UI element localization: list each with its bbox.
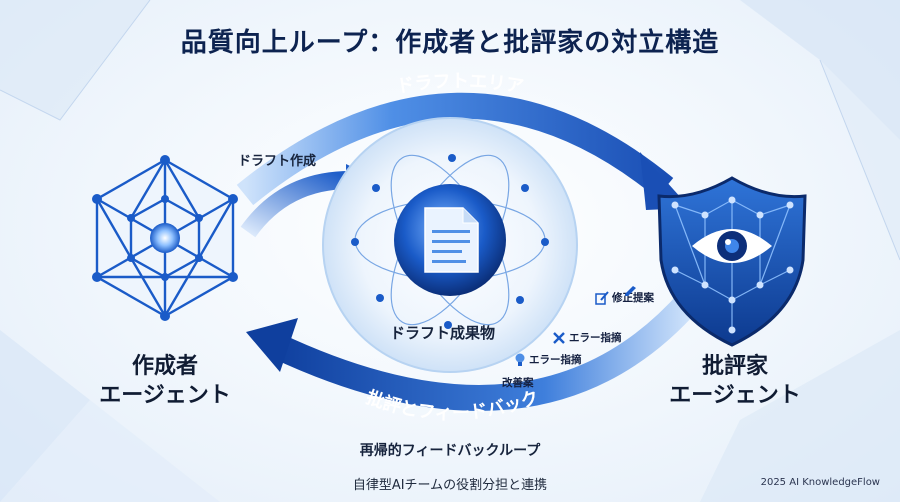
footer-caption: 自律型AIチームの役割分担と連携 [352,478,548,493]
feedback-item-improve: 改善案 [502,377,534,389]
pencil-icon [625,286,636,296]
footer-credit: 2025 AI KnowledgeFlow [760,477,880,488]
critic-nodes [671,196,794,334]
lightbulb-icon [515,353,525,366]
top-arc [236,92,674,206]
creator-core-node [150,223,180,253]
critic-role: エージェント [669,383,801,408]
creator-role: エージェント [99,383,231,408]
center-label: ドラフト成果物 [390,324,496,342]
feedback-item-revision: 修正提案 [595,290,654,305]
critic-agent-label: 批評家 エージェント [650,352,820,410]
feedback-item-edit-alt [624,285,638,297]
draft-nodes [351,154,549,329]
edit-icon [595,290,609,305]
critic-name: 批評家 [701,354,768,379]
bottom-arrow-head [246,318,298,372]
feedback-item-error-1: エラー指摘 [552,330,622,345]
eye-icon [692,229,772,263]
cross-icon [553,331,565,344]
bottom-arc [269,291,700,411]
draft-create-arc [240,171,351,238]
page-title: 品質向上ループ：作成者と批評家の対立構造 [180,28,720,58]
document-icon [424,207,479,273]
creator-nodes [92,155,238,321]
creator-agent-label: 作成者 エージェント [80,352,250,410]
feedback-item-error-2: エラー指摘 [514,352,582,367]
loop-label: 再帰的フィードバックループ [359,443,541,459]
creator-name: 作成者 [131,354,198,379]
draft-create-label: ドラフト作成 [238,154,317,169]
